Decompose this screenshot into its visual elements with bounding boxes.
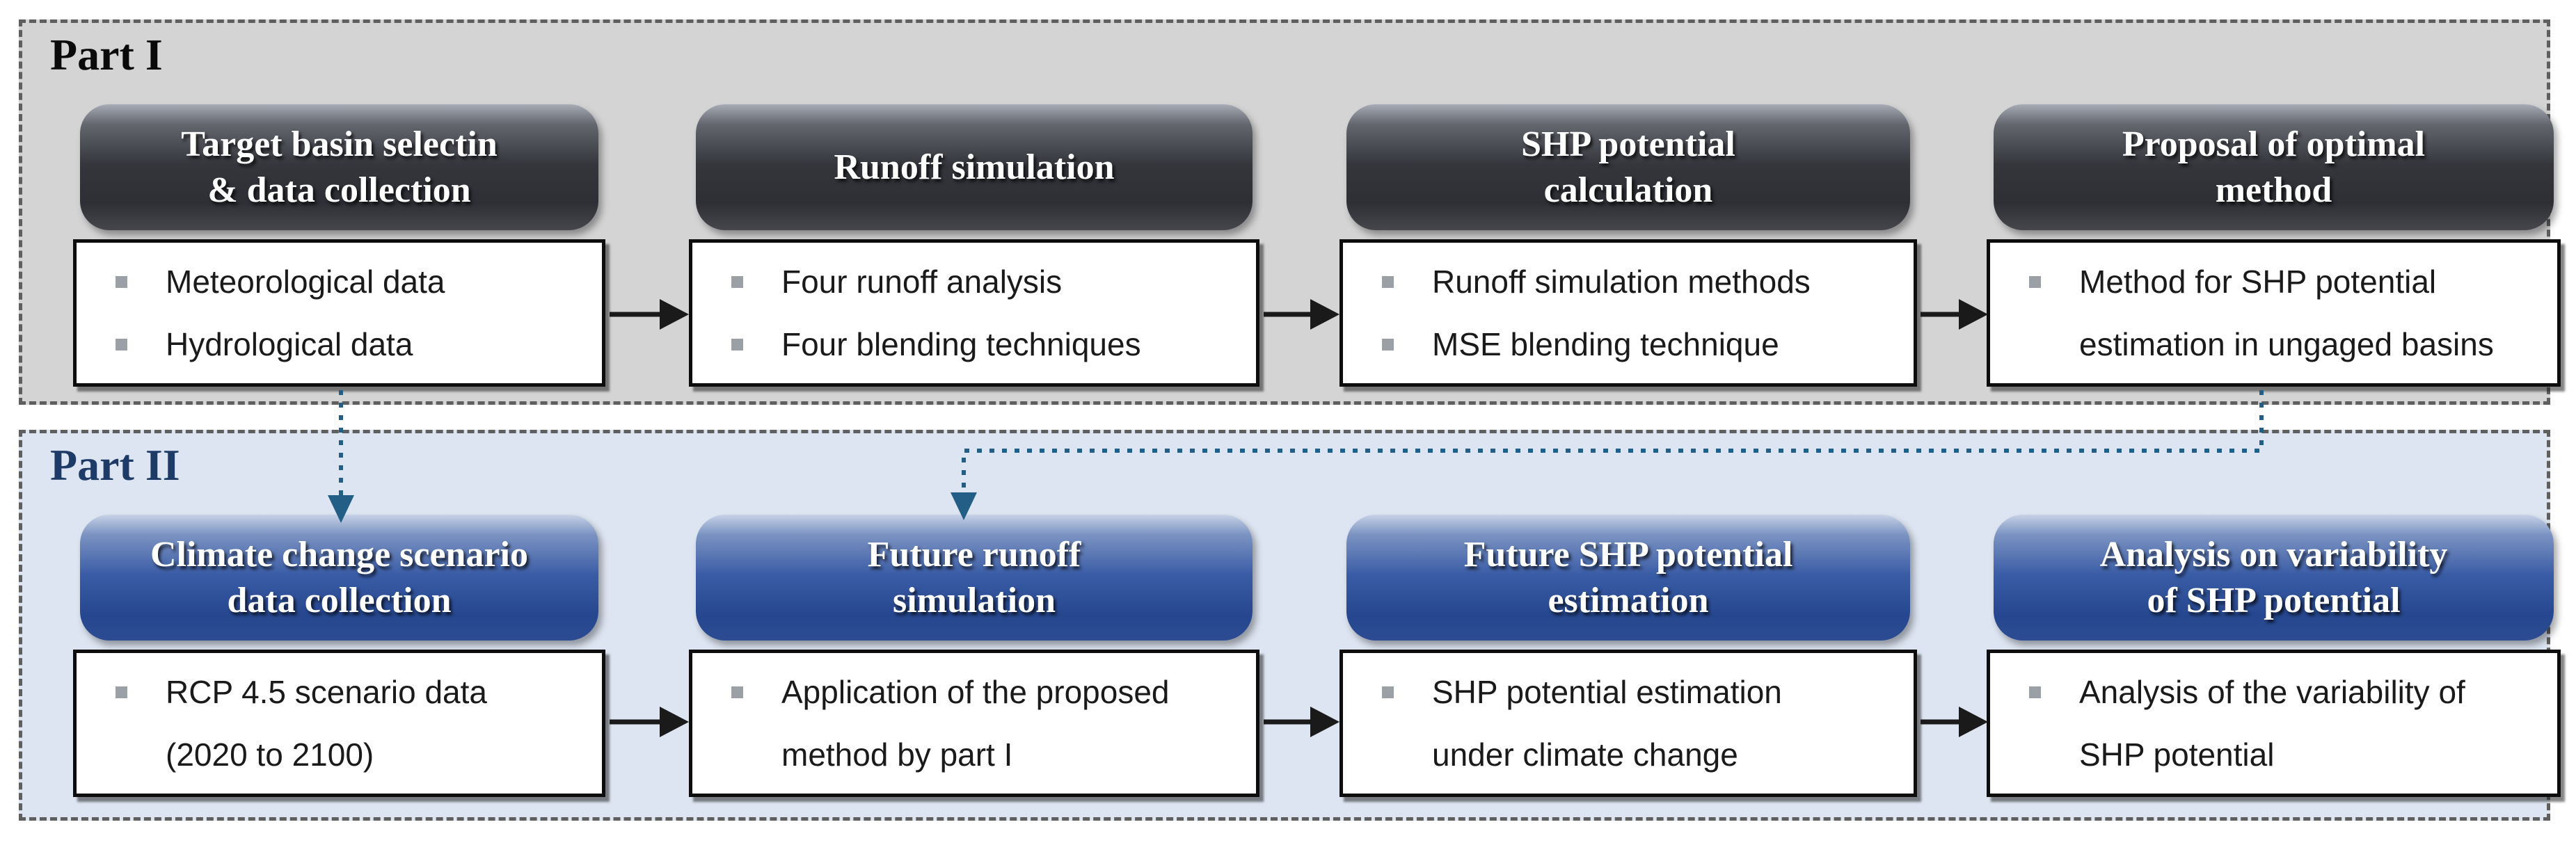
part-ii-panel: Part II Climate change scenario data col… [19,430,2561,821]
list-item: MSE blending technique [1343,313,1900,376]
bullet-square-icon [1382,276,1394,288]
header-line: Proposal of optimal [2122,124,2426,164]
bullet-square-icon [2029,276,2041,288]
list-item: Method for SHP potential estimation in u… [1990,250,2543,376]
header-line: simulation [892,580,1056,620]
list-item: Application of the proposed method by pa… [692,661,1242,786]
item-line: Runoff simulation methods [1432,264,1811,300]
part-i-column-shp-calculation: SHP potential calculation Runoff simulat… [1339,23,1917,401]
header-pill-variability-analysis: Analysis on variability of SHP potential [1994,515,2554,641]
content-box-shp-calculation: Runoff simulation methods MSE blending t… [1339,239,1917,387]
list-item: Runoff simulation methods [1343,250,1900,313]
list-item: Four runoff analysis [692,250,1242,313]
header-line: Runoff simulation [834,147,1115,187]
header-line: Target basin selectin [181,124,498,164]
part-i-label: Part I [50,30,163,79]
list-item: RCP 4.5 scenario data (2020 to 2100) [77,661,588,786]
header-line: SHP potential [1521,124,1735,164]
item-line: Analysis of the variability of [2079,674,2465,710]
content-box-optimal-method: Method for SHP potential estimation in u… [1987,239,2561,387]
item-line: Four runoff analysis [781,264,1063,300]
header-pill-runoff-simulation: Runoff simulation [696,104,1253,230]
bullet-square-icon [731,686,743,698]
item-line: SHP potential [2079,737,2275,773]
item-line: Hydrological data [166,326,413,362]
part-i-column-optimal-method: Proposal of optimal method Method for SH… [1987,23,2561,401]
part-ii-column-future-runoff: Future runoff simulation Application of … [689,433,1259,817]
bullet-square-icon [1382,686,1394,698]
header-line: Future SHP potential [1463,534,1793,574]
item-line: estimation in ungaged basins [2079,326,2494,362]
bullet-square-icon [116,686,127,698]
part-ii-column-variability-analysis: Analysis on variability of SHP potential… [1987,433,2561,817]
part-ii-label: Part II [50,440,180,490]
bullet-square-icon [116,339,127,351]
part-ii-column-future-shp: Future SHP potential estimation SHP pote… [1339,433,1917,817]
header-line: & data collection [207,170,471,210]
content-box-runoff-simulation: Four runoff analysis Four blending techn… [689,239,1259,387]
header-pill-shp-calculation: SHP potential calculation [1346,104,1910,230]
content-box-future-shp: SHP potential estimation under climate c… [1339,650,1917,797]
list-item: Four blending techniques [692,313,1242,376]
item-line: (2020 to 2100) [166,737,374,773]
header-line: Future runoff [867,534,1081,574]
header-pill-optimal-method: Proposal of optimal method [1994,104,2554,230]
content-box-future-runoff: Application of the proposed method by pa… [689,650,1259,797]
part-ii-column-climate-scenario: Climate change scenario data collection … [73,433,605,817]
item-line: Method for SHP potential [2079,264,2437,300]
part-i-panel: Part I Target basin selectin & data coll… [19,19,2561,405]
part-i-column-runoff-simulation: Runoff simulation Four runoff analysis F… [689,23,1259,401]
header-line: of SHP potential [2147,580,2401,620]
list-item: Meteorological data [77,250,588,313]
header-pill-future-shp: Future SHP potential estimation [1346,515,1910,641]
bullet-square-icon [116,276,127,288]
header-pill-climate-scenario: Climate change scenario data collection [80,515,598,641]
bullet-square-icon [2029,686,2041,698]
part-i-column-target-basin: Target basin selectin & data collection … [73,23,605,401]
bullet-square-icon [731,339,743,351]
list-item: Hydrological data [77,313,588,376]
bullet-square-icon [1382,339,1394,351]
content-box-variability-analysis: Analysis of the variability of SHP poten… [1987,650,2561,797]
header-line: estimation [1548,580,1709,620]
header-line: data collection [227,580,452,620]
item-line: RCP 4.5 scenario data [166,674,487,710]
item-line: Meteorological data [166,264,445,300]
item-line: Four blending techniques [781,326,1141,362]
header-pill-target-basin: Target basin selectin & data collection [80,104,598,230]
list-item: SHP potential estimation under climate c… [1343,661,1900,786]
content-box-target-basin: Meteorological data Hydrological data [73,239,605,387]
list-item: Analysis of the variability of SHP poten… [1990,661,2543,786]
item-line: MSE blending technique [1432,326,1779,362]
header-line: Analysis on variability [2099,534,2448,574]
content-box-climate-scenario: RCP 4.5 scenario data (2020 to 2100) [73,650,605,797]
header-line: Climate change scenario [150,534,528,574]
header-pill-future-runoff: Future runoff simulation [696,515,1253,641]
item-line: Application of the proposed [781,674,1170,710]
item-line: SHP potential estimation [1432,674,1782,710]
item-line: method by part I [781,737,1013,773]
header-line: method [2215,170,2332,210]
bullet-square-icon [731,276,743,288]
item-line: under climate change [1432,737,1738,773]
header-line: calculation [1543,170,1713,210]
